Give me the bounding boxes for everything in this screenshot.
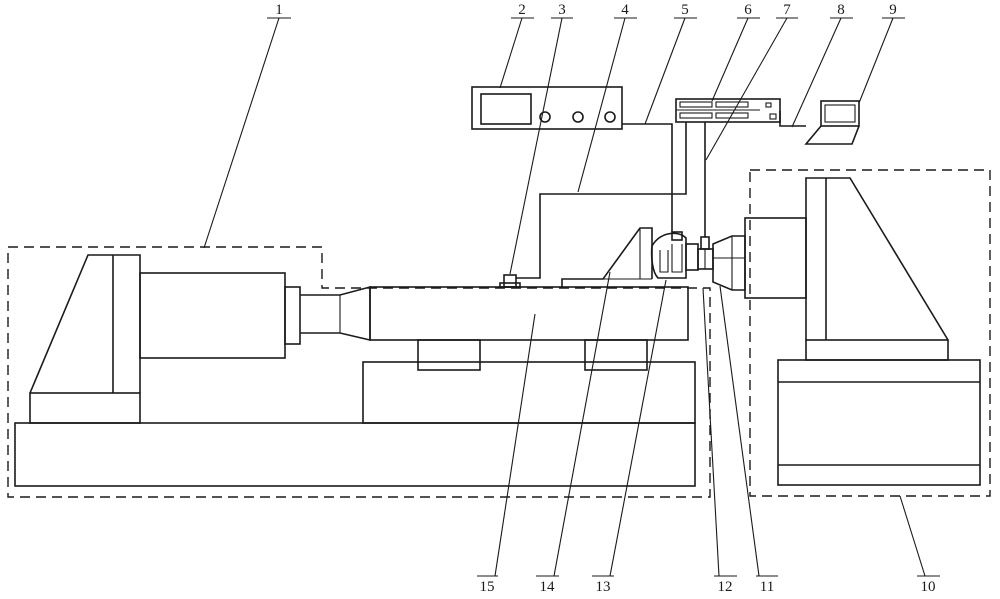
label-4: 4 <box>621 2 629 18</box>
callout-labels: 1 2 3 4 5 6 7 8 9 15 14 13 12 11 10 <box>275 2 935 595</box>
coupling-11 <box>712 235 746 291</box>
instrument-6 <box>675 98 781 123</box>
label-14: 14 <box>540 579 556 595</box>
label-2: 2 <box>518 2 526 18</box>
base-bed <box>14 361 696 487</box>
label-3: 3 <box>558 2 566 18</box>
tailstock <box>744 177 981 486</box>
label-7: 7 <box>783 2 791 18</box>
laptop-9 <box>804 100 860 145</box>
headstock <box>29 254 371 394</box>
label-8: 8 <box>837 2 845 18</box>
sensor-3 <box>499 274 521 288</box>
leader-lines <box>203 17 940 577</box>
assembly-1-boundary <box>7 246 711 498</box>
label-10: 10 <box>921 579 936 595</box>
instrument-2 <box>471 86 623 130</box>
label-15: 15 <box>480 579 495 595</box>
label-6: 6 <box>744 2 752 18</box>
label-9: 9 <box>889 2 897 18</box>
beam-15 <box>369 286 689 371</box>
label-5: 5 <box>681 2 689 18</box>
fixture-14 <box>561 227 653 287</box>
label-12: 12 <box>718 579 733 595</box>
label-13: 13 <box>596 579 611 595</box>
specimen-12 <box>697 160 714 270</box>
cables <box>516 111 806 279</box>
assembly-10-boundary <box>749 169 991 497</box>
label-11: 11 <box>760 579 774 595</box>
label-1: 1 <box>275 2 283 18</box>
clamp-13 <box>650 231 699 279</box>
